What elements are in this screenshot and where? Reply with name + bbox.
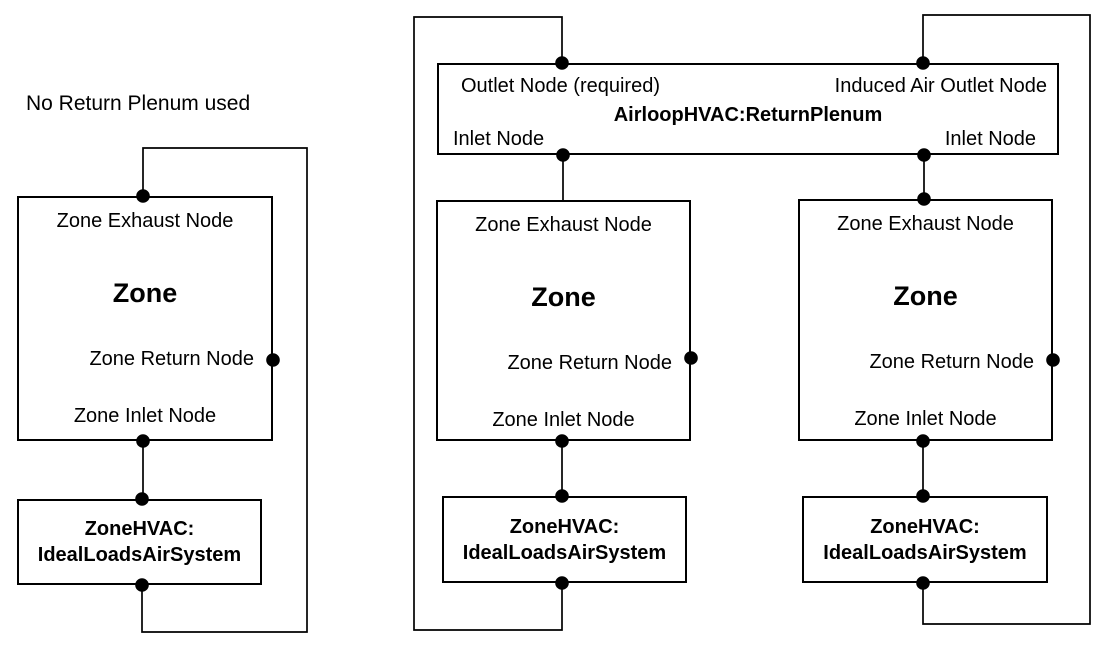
middle-loop-connector (413, 16, 563, 631)
zone-title: Zone (893, 281, 958, 311)
zone-inlet-node-label: Zone Inlet Node (73, 405, 217, 427)
zonehvac-label-line1: ZoneHVAC: (84, 518, 195, 540)
zone-return-node-label: Zone Return Node (507, 352, 672, 374)
zonehvac-box-left: ZoneHVAC: IdealLoadsAirSystem (17, 499, 262, 585)
no-return-plenum-label: No Return Plenum used (26, 92, 251, 115)
zonehvac-box-middle: ZoneHVAC: IdealLoadsAirSystem (442, 496, 687, 583)
zonehvac-label-line2: IdealLoadsAirSystem (823, 541, 1027, 564)
zonehvac-label-line2: IdealLoadsAirSystem (462, 541, 667, 564)
middle-zone-inlet-node-dot (555, 434, 569, 448)
left-zone-return-node-dot (266, 353, 280, 367)
zone-return-node-label: Zone Return Node (869, 351, 1034, 373)
plenum-inlet-node-left-label: Inlet Node (453, 128, 545, 150)
middle-zone-return-node-dot (684, 351, 698, 365)
zone-title: Zone (531, 282, 596, 312)
plenum-induced-air-outlet-node-label: Induced Air Outlet Node (834, 75, 1047, 97)
right-zone-return-node-dot (1046, 353, 1060, 367)
left-zone-inlet-node-dot (136, 434, 150, 448)
zonehvac-box-right: ZoneHVAC: IdealLoadsAirSystem (802, 496, 1048, 583)
plenum-inlet-right-node-dot (917, 148, 931, 162)
zone-inlet-node-label: Zone Inlet Node (854, 408, 997, 430)
zone-box-left: Zone Exhaust Node Zone Zone Return Node … (17, 196, 273, 441)
plenum-title: AirloopHVAC:ReturnPlenum (613, 104, 883, 126)
left-hvac-bottom-node-dot (135, 578, 149, 592)
zonehvac-label-line2: IdealLoadsAirSystem (37, 544, 242, 566)
return-plenum-box: Outlet Node (required) Induced Air Outle… (437, 63, 1059, 155)
zone-return-node-label: Zone Return Node (89, 348, 254, 370)
plenum-inlet-node-right-label: Inlet Node (944, 128, 1036, 150)
right-hvac-bottom-node-dot (916, 576, 930, 590)
plenum-inlet-left-node-dot (556, 148, 570, 162)
zone-box-middle: Zone Exhaust Node Zone Zone Return Node … (436, 200, 691, 441)
left-loop-connector (141, 147, 308, 633)
plenum-outlet-node-label: Outlet Node (required) (461, 75, 660, 97)
zone-title: Zone (112, 278, 178, 308)
right-zone-inlet-node-dot (916, 434, 930, 448)
middle-hvac-bottom-node-dot (555, 576, 569, 590)
zonehvac-label-line1: ZoneHVAC: (509, 515, 620, 538)
zone-exhaust-node-label: Zone Exhaust Node (837, 213, 1014, 235)
zone-inlet-node-label: Zone Inlet Node (492, 409, 635, 431)
right-loop-connector (922, 14, 1091, 625)
zone-box-right: Zone Exhaust Node Zone Zone Return Node … (798, 199, 1053, 441)
zone-exhaust-node-label: Zone Exhaust Node (475, 214, 652, 236)
zone-exhaust-node-label: Zone Exhaust Node (56, 210, 234, 232)
zonehvac-label-line1: ZoneHVAC: (870, 515, 980, 538)
